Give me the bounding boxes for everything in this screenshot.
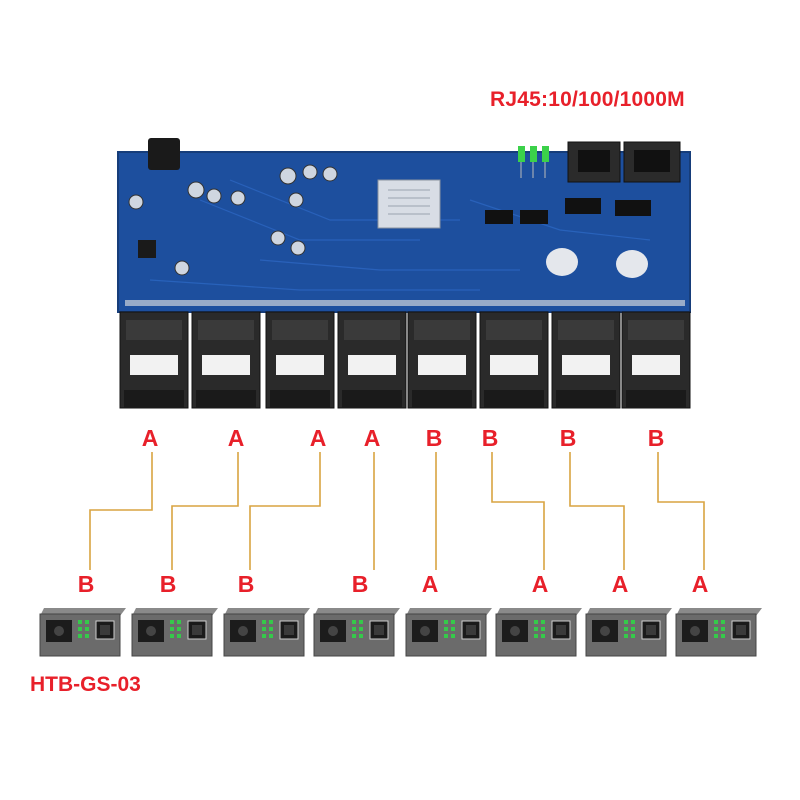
fiber-modules <box>119 311 691 409</box>
board-port-label: B <box>648 425 665 451</box>
board-port-label: B <box>426 425 443 451</box>
media-converter-unit <box>313 608 400 657</box>
rj45-ports <box>567 141 681 183</box>
fiber-link-line <box>491 452 545 570</box>
fiber-module <box>621 311 691 409</box>
fiber-link-line <box>569 452 625 570</box>
media-converter-unit <box>223 608 310 657</box>
converter-port-label: B <box>160 571 177 597</box>
media-converter-unit <box>675 608 762 657</box>
fiber-link-line <box>89 452 153 570</box>
fiber-module <box>191 311 261 409</box>
fiber-module <box>119 311 189 409</box>
board-port-label: A <box>310 425 327 451</box>
crystal <box>546 248 578 276</box>
board-port-label: A <box>364 425 381 451</box>
fiber-module <box>265 311 335 409</box>
media-converter-unit <box>39 608 126 657</box>
pcb-board <box>117 138 691 313</box>
fiber-link-line <box>171 452 239 570</box>
converter-port-label: A <box>612 571 629 597</box>
fiber-link-line <box>249 452 321 570</box>
media-converter-unit <box>495 608 582 657</box>
converter-port-label: A <box>532 571 549 597</box>
media-converter-unit <box>405 608 492 657</box>
fiber-connections <box>89 452 705 570</box>
rj45-speed-label: RJ45:10/100/1000M <box>490 88 685 111</box>
fiber-module <box>407 311 477 409</box>
media-converters <box>39 608 762 657</box>
switch-chip <box>377 179 441 229</box>
status-leds <box>518 146 549 178</box>
converter-model-label: HTB-GS-03 <box>30 673 141 696</box>
converter-port-label: A <box>692 571 709 597</box>
board-port-label: A <box>228 425 245 451</box>
capacitors <box>128 164 338 276</box>
dc-jack <box>148 138 180 170</box>
fiber-module <box>479 311 549 409</box>
converter-port-label: A <box>422 571 439 597</box>
media-converter-unit <box>131 608 218 657</box>
board-port-label: B <box>560 425 577 451</box>
converter-port-label: B <box>238 571 255 597</box>
converter-port-label: B <box>352 571 369 597</box>
board-port-label: B <box>482 425 499 451</box>
fiber-module <box>337 311 407 409</box>
board-port-label: A <box>142 425 159 451</box>
fiber-link-line <box>657 452 705 570</box>
fiber-module <box>551 311 621 409</box>
converter-port-label: B <box>78 571 95 597</box>
media-converter-unit <box>585 608 672 657</box>
crystal <box>616 250 648 278</box>
